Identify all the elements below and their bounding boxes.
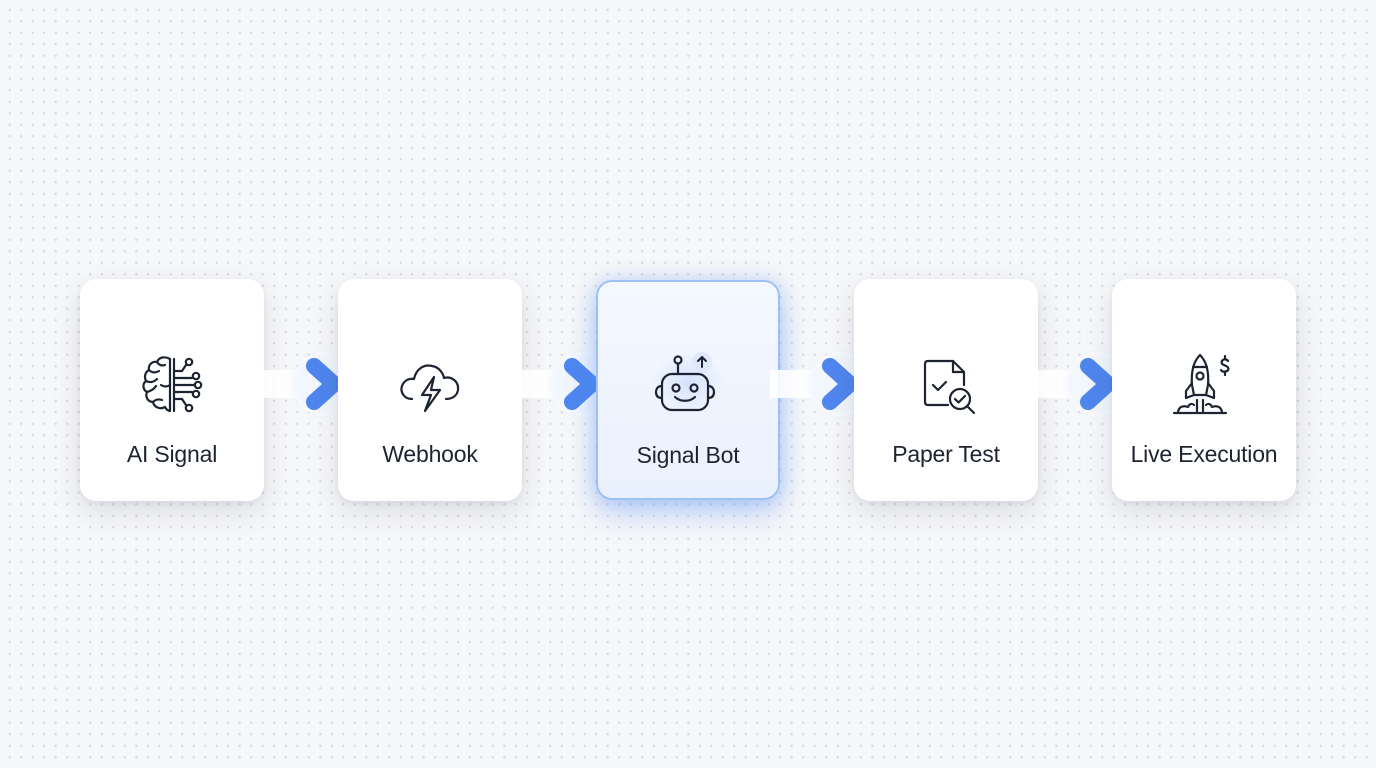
node-ai-signal[interactable]: AI Signal	[80, 279, 264, 501]
node-signal-bot[interactable]: Signal Bot	[596, 280, 780, 500]
node-live-execution[interactable]: Live Execution	[1112, 279, 1296, 501]
node-label: Webhook	[382, 441, 478, 467]
node-webhook[interactable]: Webhook	[338, 279, 522, 501]
brain-circuit-icon	[132, 345, 212, 425]
node-label: AI Signal	[126, 441, 218, 467]
node-label: Paper Test	[892, 441, 1000, 467]
node-label: Signal Bot	[636, 442, 740, 468]
document-check-search-icon	[906, 345, 986, 425]
node-paper-test[interactable]: Paper Test	[854, 279, 1038, 501]
robot-icon	[648, 346, 728, 426]
rocket-dollar-icon	[1164, 345, 1244, 425]
node-label: Live Execution	[1130, 441, 1278, 467]
cloud-lightning-icon	[390, 345, 470, 425]
